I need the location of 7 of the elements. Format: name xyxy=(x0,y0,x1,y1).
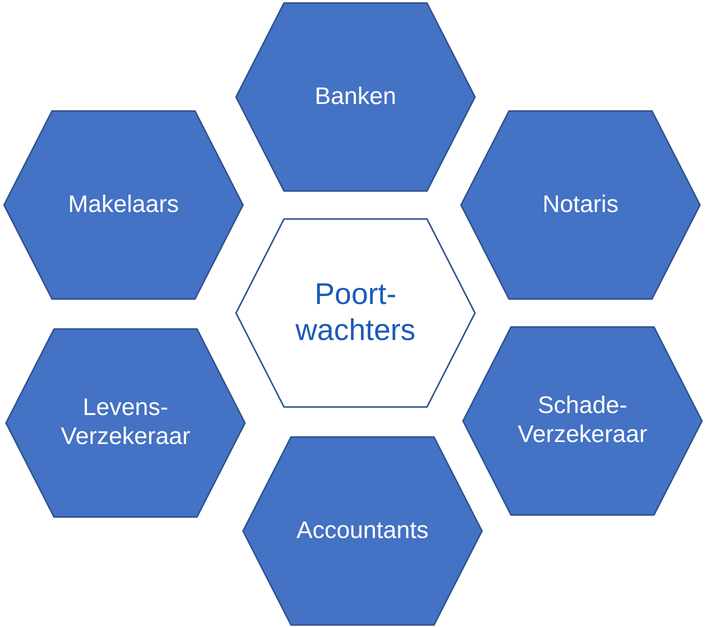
hexagon-label: Notaris xyxy=(542,190,619,220)
hexagon-label: Levens- Verzekeraar xyxy=(60,394,192,452)
hexagon-label: Makelaars xyxy=(68,190,179,220)
hexagon-label: Schade- Verzekeraar xyxy=(516,392,648,450)
hexagon-label: Banken xyxy=(314,82,396,112)
hexagon-label: Poort- wachters xyxy=(295,277,416,349)
hexagon-label: Accountants xyxy=(296,516,429,546)
